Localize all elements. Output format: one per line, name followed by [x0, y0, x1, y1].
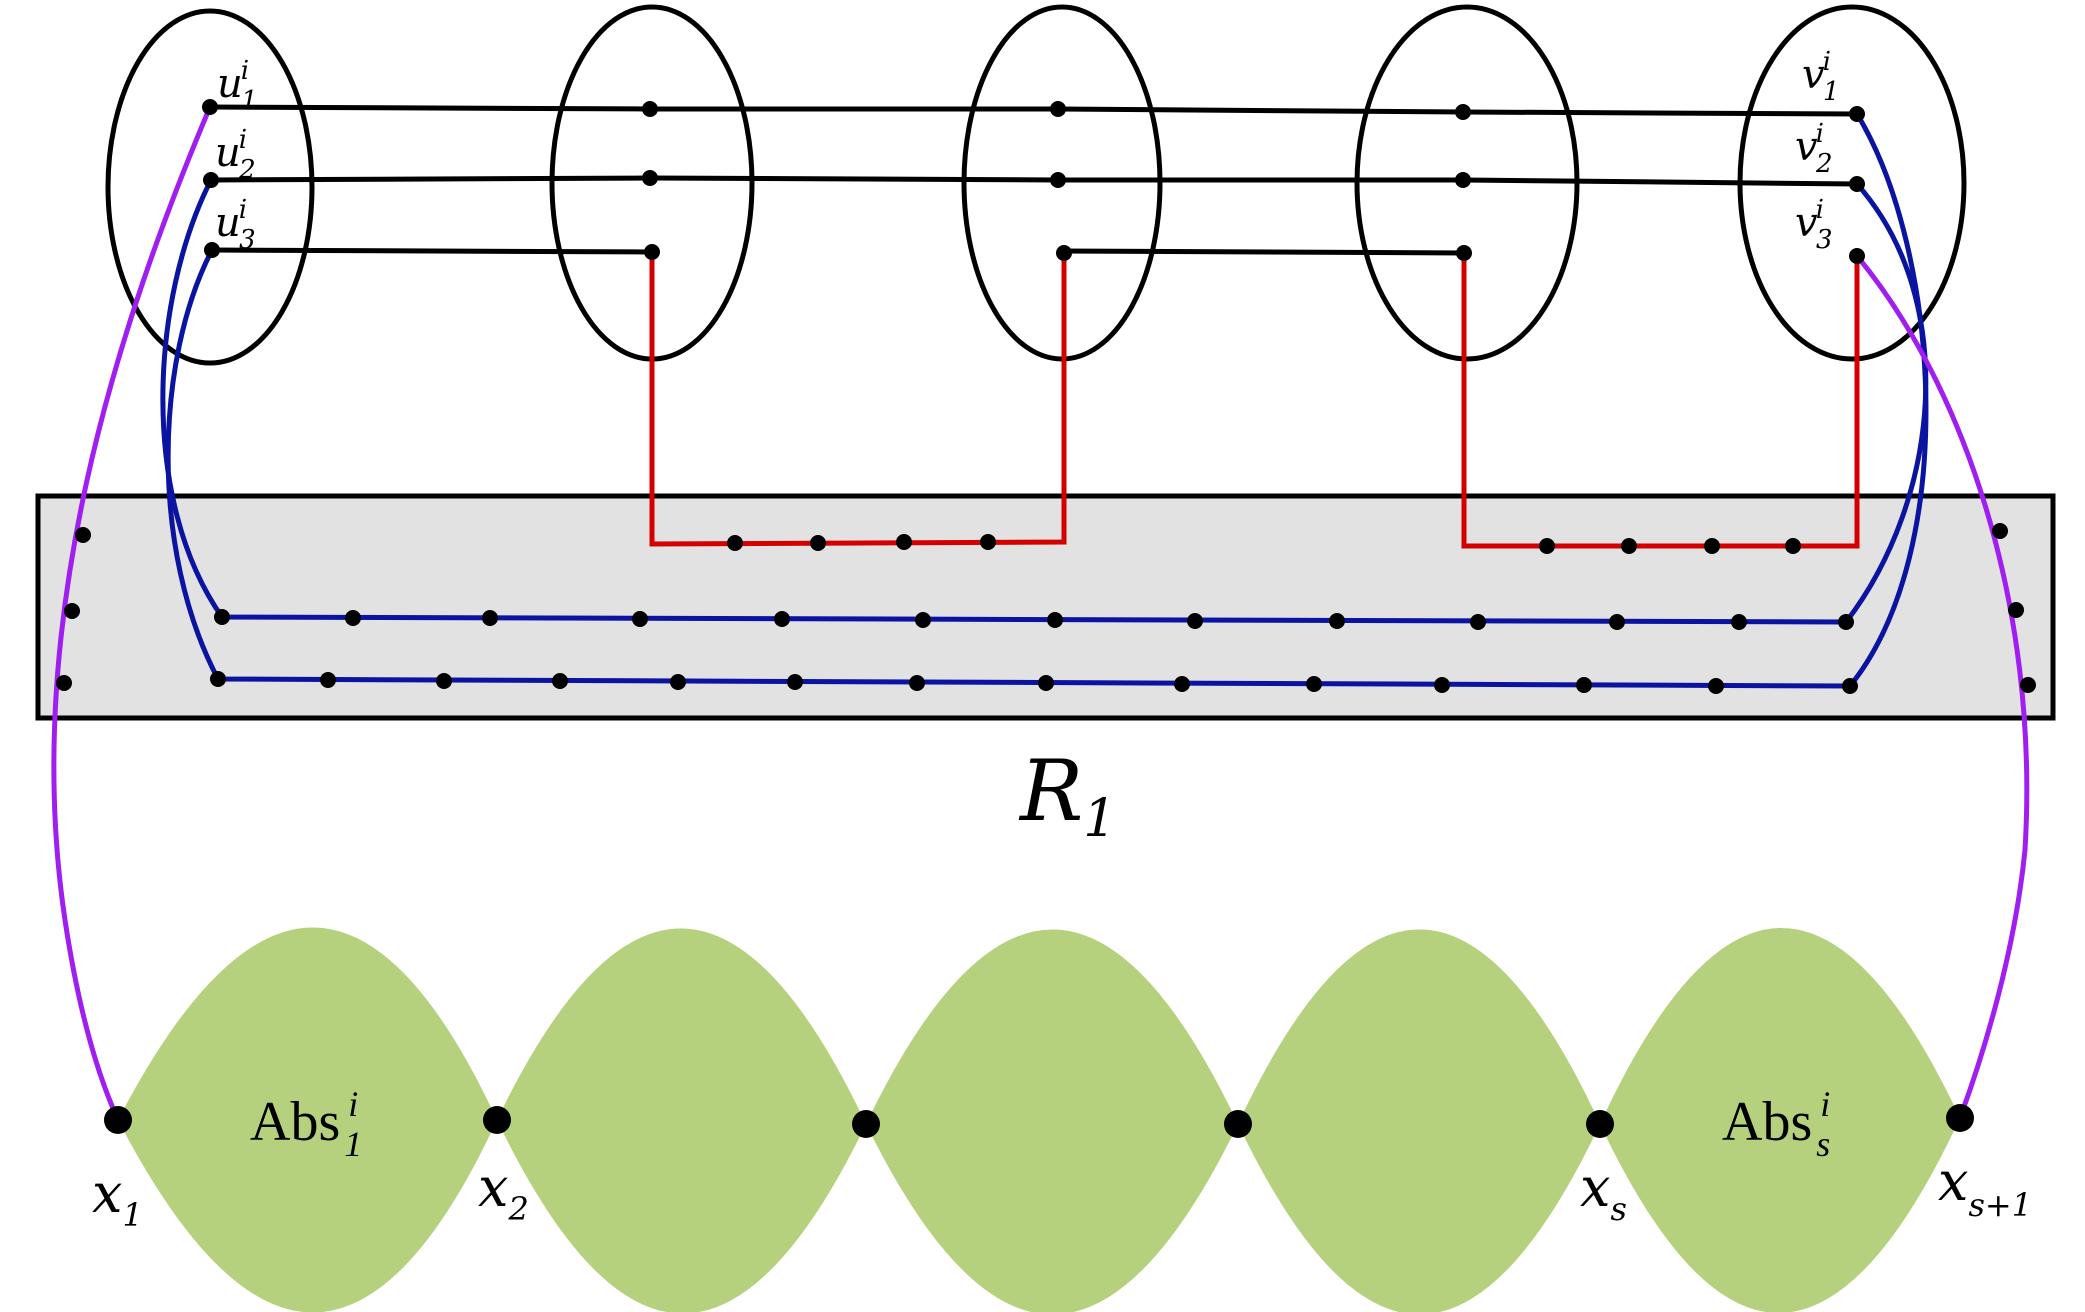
purple-paths [51, 106, 2030, 1122]
vertex-dot [909, 675, 925, 691]
vertex-dot [1047, 612, 1063, 628]
absorber-vertices [104, 1104, 1974, 1138]
absorber-region-4-fill [1238, 929, 1600, 1312]
vertex-dot [1849, 176, 1865, 192]
black-path-3b [1059, 248, 1465, 256]
absorber-chain [118, 927, 1960, 1312]
vertex-dot [632, 611, 648, 627]
vertex-dot [670, 674, 686, 690]
vertex-dot [320, 672, 336, 688]
vertex-dot [1731, 614, 1747, 630]
label-xs1: xs+1 [1938, 1150, 2032, 1224]
absorber-region-2 [497, 928, 866, 1312]
vertex-dot [915, 612, 931, 628]
vertex-dot [810, 535, 826, 551]
vertex-dot [436, 673, 452, 689]
purple-path-right [1855, 254, 2030, 1119]
absorber-region-3 [866, 929, 1238, 1312]
vertex-x3 [852, 1110, 880, 1138]
vertex-dot [1992, 523, 2008, 539]
vertex-dot [214, 609, 230, 625]
vertex-dot [1050, 172, 1066, 188]
vertex-dot [1838, 614, 1854, 630]
vertex-dot [1849, 248, 1865, 264]
vertex-xs [1586, 1110, 1614, 1138]
vertex-dot [1455, 172, 1471, 188]
black-paths [209, 104, 1858, 256]
vertex-dot [1174, 676, 1190, 692]
label-x2: x2 [478, 1156, 529, 1228]
vertex-dot [1849, 106, 1865, 122]
blue-path-lower [165, 112, 1929, 689]
vertex-xs1 [1946, 1104, 1974, 1132]
ellipse-u [105, 8, 315, 366]
vertex-dot [1455, 104, 1471, 120]
vertex-dot [1434, 677, 1450, 693]
vertex-dot [203, 172, 219, 188]
vertex-dot [644, 244, 660, 260]
vertex-dot [1621, 538, 1637, 554]
red-path-right [1461, 253, 1860, 549]
vertex-dot [1306, 676, 1322, 692]
vertex-dot [482, 610, 498, 626]
label-x1: x1 [92, 1162, 143, 1234]
black-path-3a [211, 247, 653, 255]
vertex-dot [1456, 245, 1472, 261]
vertex-dot [1038, 675, 1054, 691]
vertex-dot [202, 99, 218, 115]
vertex-dot [727, 535, 743, 551]
vertex-dot [2008, 602, 2024, 618]
vertex-dot [1050, 101, 1066, 117]
red-path-left [649, 252, 1067, 547]
vertex-dot [1576, 677, 1592, 693]
label-r1: R1 [1018, 742, 1116, 849]
vertex-dot [552, 673, 568, 689]
vertex-dot [64, 603, 80, 619]
vertex-dot [1056, 245, 1072, 261]
vertex-dot [210, 671, 226, 687]
vertex-dot [980, 534, 996, 550]
vertex-dot [1708, 678, 1724, 694]
vertex-dot [345, 610, 361, 626]
purple-path-left [51, 106, 213, 1122]
red-paths [649, 252, 1860, 549]
vertex-dot [642, 101, 658, 117]
vertex-x2 [483, 1106, 511, 1134]
absorber-region-1 [118, 927, 497, 1312]
vertex-dot [787, 674, 803, 690]
vertex-dot [896, 534, 912, 550]
vertex-x4 [1224, 1110, 1252, 1138]
absorber-region-5 [1600, 928, 1960, 1312]
black-path-1 [209, 104, 1858, 117]
vertex-dot [1539, 538, 1555, 554]
vertex-dot [56, 675, 72, 691]
vertex-dot [1785, 538, 1801, 554]
vertex-dot [1704, 538, 1720, 554]
vertex-dot [1187, 613, 1203, 629]
vertex-dot [1609, 614, 1625, 630]
vertex-dot [1470, 614, 1486, 630]
vertex-ellipses [105, 4, 1967, 366]
label-xs: xs [1580, 1156, 1627, 1228]
vertex-dot [75, 527, 91, 543]
black-path-2 [210, 175, 1858, 187]
vertex-dot [1842, 678, 1858, 694]
vertex-dots [56, 99, 2036, 694]
vertex-dot [1329, 613, 1345, 629]
vertex-dot [2020, 677, 2036, 693]
vertex-dot [204, 242, 220, 258]
vertex-x1 [104, 1106, 132, 1134]
vertex-dot [774, 611, 790, 627]
vertex-dot [642, 170, 658, 186]
